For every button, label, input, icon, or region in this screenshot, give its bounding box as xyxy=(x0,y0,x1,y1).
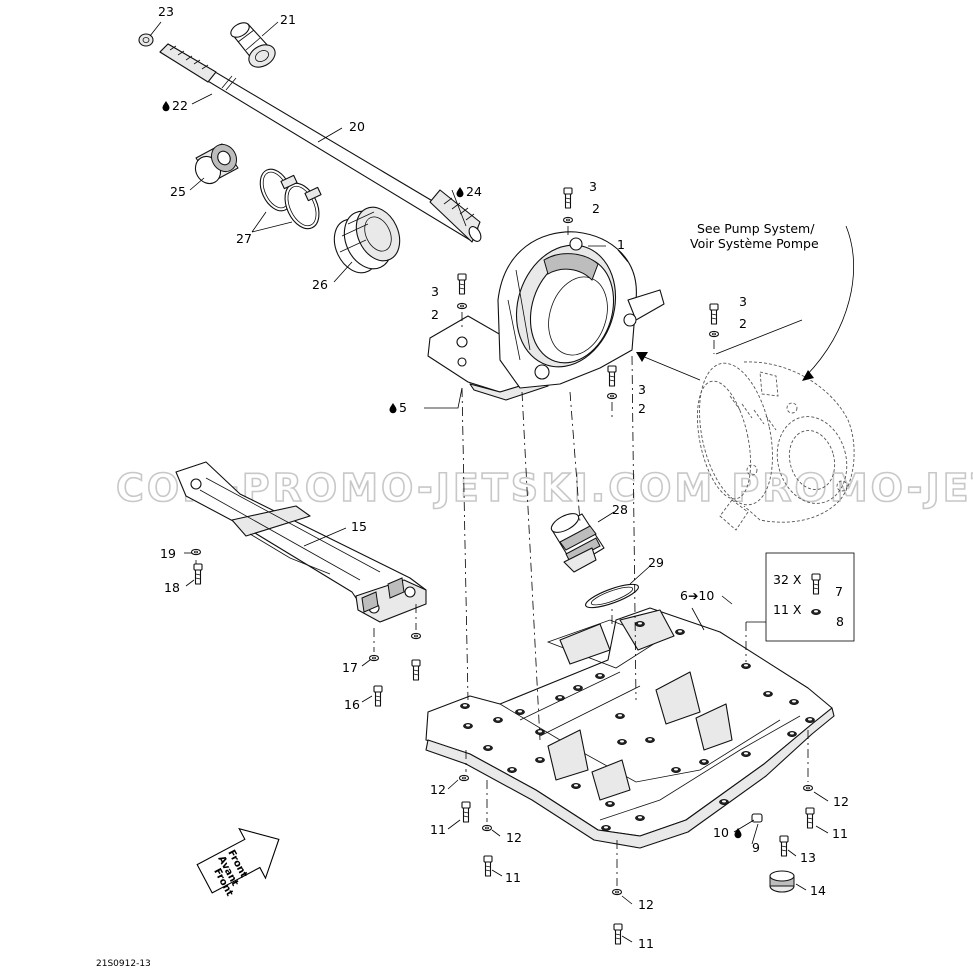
oil-drop-icon xyxy=(389,403,397,414)
label-2-left: 2 xyxy=(431,307,439,322)
label-12-b: 12 xyxy=(506,830,522,845)
pump-support-housing xyxy=(427,231,665,401)
label-12-d: 12 xyxy=(833,794,849,809)
label-7: 7 xyxy=(835,584,843,599)
hardware-kit-box xyxy=(765,552,855,642)
label-5: 5 xyxy=(399,400,407,415)
pump-note-line2: Voir Système Pompe xyxy=(690,236,819,251)
leader-lines xyxy=(149,21,855,943)
label-6-to-10: 6➔10 xyxy=(680,588,714,603)
label-2-bottom: 2 xyxy=(638,401,646,416)
label-26: 26 xyxy=(312,277,328,292)
label-8: 8 xyxy=(836,614,844,629)
label-11-d: 11 xyxy=(832,826,848,841)
callout-labels: 23 21 22 20 25 24 27 26 3 2 1 3 2 3 2 3 … xyxy=(96,4,849,969)
label-12-c: 12 xyxy=(638,897,654,912)
support-bracket xyxy=(175,461,427,623)
drive-shaft xyxy=(159,43,482,243)
label-27: 27 xyxy=(236,231,252,246)
label-3-left: 3 xyxy=(431,284,439,299)
label-3-top: 3 xyxy=(589,179,597,194)
label-21: 21 xyxy=(280,12,296,27)
label-18: 18 xyxy=(164,580,180,595)
label-2-top: 2 xyxy=(592,201,600,216)
bellows-boot xyxy=(333,206,401,274)
label-25: 25 xyxy=(170,184,186,199)
label-24: 24 xyxy=(466,184,482,199)
kit-qty-32: 32 X xyxy=(773,572,802,587)
label-16: 16 xyxy=(344,697,360,712)
o-ring xyxy=(585,583,639,609)
oil-drop-icon xyxy=(734,828,742,839)
front-direction-badge: Front xyxy=(196,827,280,898)
label-3-bottom: 3 xyxy=(638,382,646,397)
label-29: 29 xyxy=(648,555,664,570)
label-11-c: 11 xyxy=(638,936,654,951)
hose-clamps xyxy=(259,168,322,230)
label-15: 15 xyxy=(351,519,367,534)
label-19: 19 xyxy=(160,546,176,561)
label-13: 13 xyxy=(800,850,816,865)
label-3-right: 3 xyxy=(739,294,747,309)
fasteners xyxy=(190,187,821,945)
label-11-a: 11 xyxy=(430,822,446,837)
label-20: 20 xyxy=(349,119,365,134)
label-1: 1 xyxy=(617,237,625,252)
label-11-b: 11 xyxy=(505,870,521,885)
label-23: 23 xyxy=(158,4,174,19)
hull-insert-plate xyxy=(425,607,835,849)
label-14: 14 xyxy=(810,883,826,898)
shaft-end-cap xyxy=(138,33,154,47)
kit-qty-11: 11 X xyxy=(773,602,802,617)
shaft-seal-boot xyxy=(230,22,276,68)
label-2-right: 2 xyxy=(739,316,747,331)
label-17: 17 xyxy=(342,660,358,675)
pump-note-line1: See Pump System/ xyxy=(697,221,815,236)
label-10: 10 xyxy=(713,825,729,840)
label-9: 9 xyxy=(752,840,760,855)
seal-cartridge xyxy=(550,513,605,573)
assembly-lines xyxy=(195,226,809,886)
reference-code: 21S0912-13 xyxy=(96,959,151,969)
label-22: 22 xyxy=(172,98,188,113)
oil-drop-icon xyxy=(456,187,464,198)
label-28: 28 xyxy=(612,502,628,517)
label-12-a: 12 xyxy=(430,782,446,797)
oil-drop-icon xyxy=(162,101,170,112)
carbon-ring xyxy=(194,143,239,185)
jet-pump-ghost xyxy=(696,361,855,531)
